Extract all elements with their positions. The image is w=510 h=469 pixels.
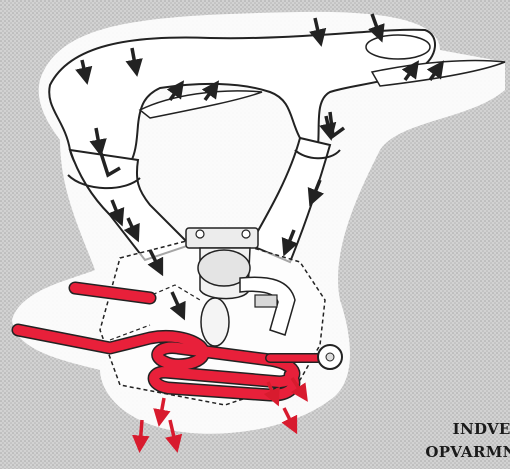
- air-arrow: [75, 59, 93, 85]
- air-arrow: [307, 179, 325, 207]
- air-arrow: [147, 249, 164, 277]
- hot-air-arrow: [281, 407, 298, 435]
- air-arrow: [201, 80, 220, 102]
- caption: INDVEND OPVARMNIN: [398, 418, 510, 464]
- left-pipe-collar: [67, 174, 141, 190]
- fan-motor: [185, 227, 296, 347]
- air-arrow: [368, 13, 385, 43]
- hot-air-arrow: [153, 397, 171, 427]
- air-arrow: [319, 115, 337, 141]
- return-arrow-right: [328, 111, 346, 140]
- air-arrow: [107, 199, 125, 227]
- air-flow-arrows: [75, 13, 445, 321]
- air-arrow: [89, 127, 107, 157]
- heater-box-edge-2: [109, 324, 151, 341]
- air-arrow: [123, 217, 140, 243]
- air-arrow: [426, 60, 445, 82]
- air-arrow: [125, 47, 143, 77]
- hot-air-arrow: [165, 419, 183, 453]
- hot-air-arrow: [263, 381, 280, 407]
- air-arrow: [166, 80, 185, 102]
- hot-air-arrow: [132, 419, 150, 453]
- upper-duct-opening: [365, 34, 431, 60]
- return-arrow-left: [98, 149, 121, 178]
- right-pipe-collar: [294, 149, 341, 160]
- air-arrow: [169, 291, 186, 321]
- hot-air-arrows: [132, 377, 308, 453]
- heating-pipe: [11, 281, 325, 402]
- caption-line-1: INDVEND: [452, 420, 510, 438]
- pipe-end-cap-center: [325, 352, 335, 362]
- air-arrow: [281, 229, 299, 257]
- air-arrow: [309, 17, 327, 47]
- caption-line-2: OPVARMNIN: [425, 443, 510, 461]
- hot-air-arrow: [290, 377, 308, 402]
- heater-box-edge: [139, 284, 201, 301]
- air-arrow: [401, 60, 420, 82]
